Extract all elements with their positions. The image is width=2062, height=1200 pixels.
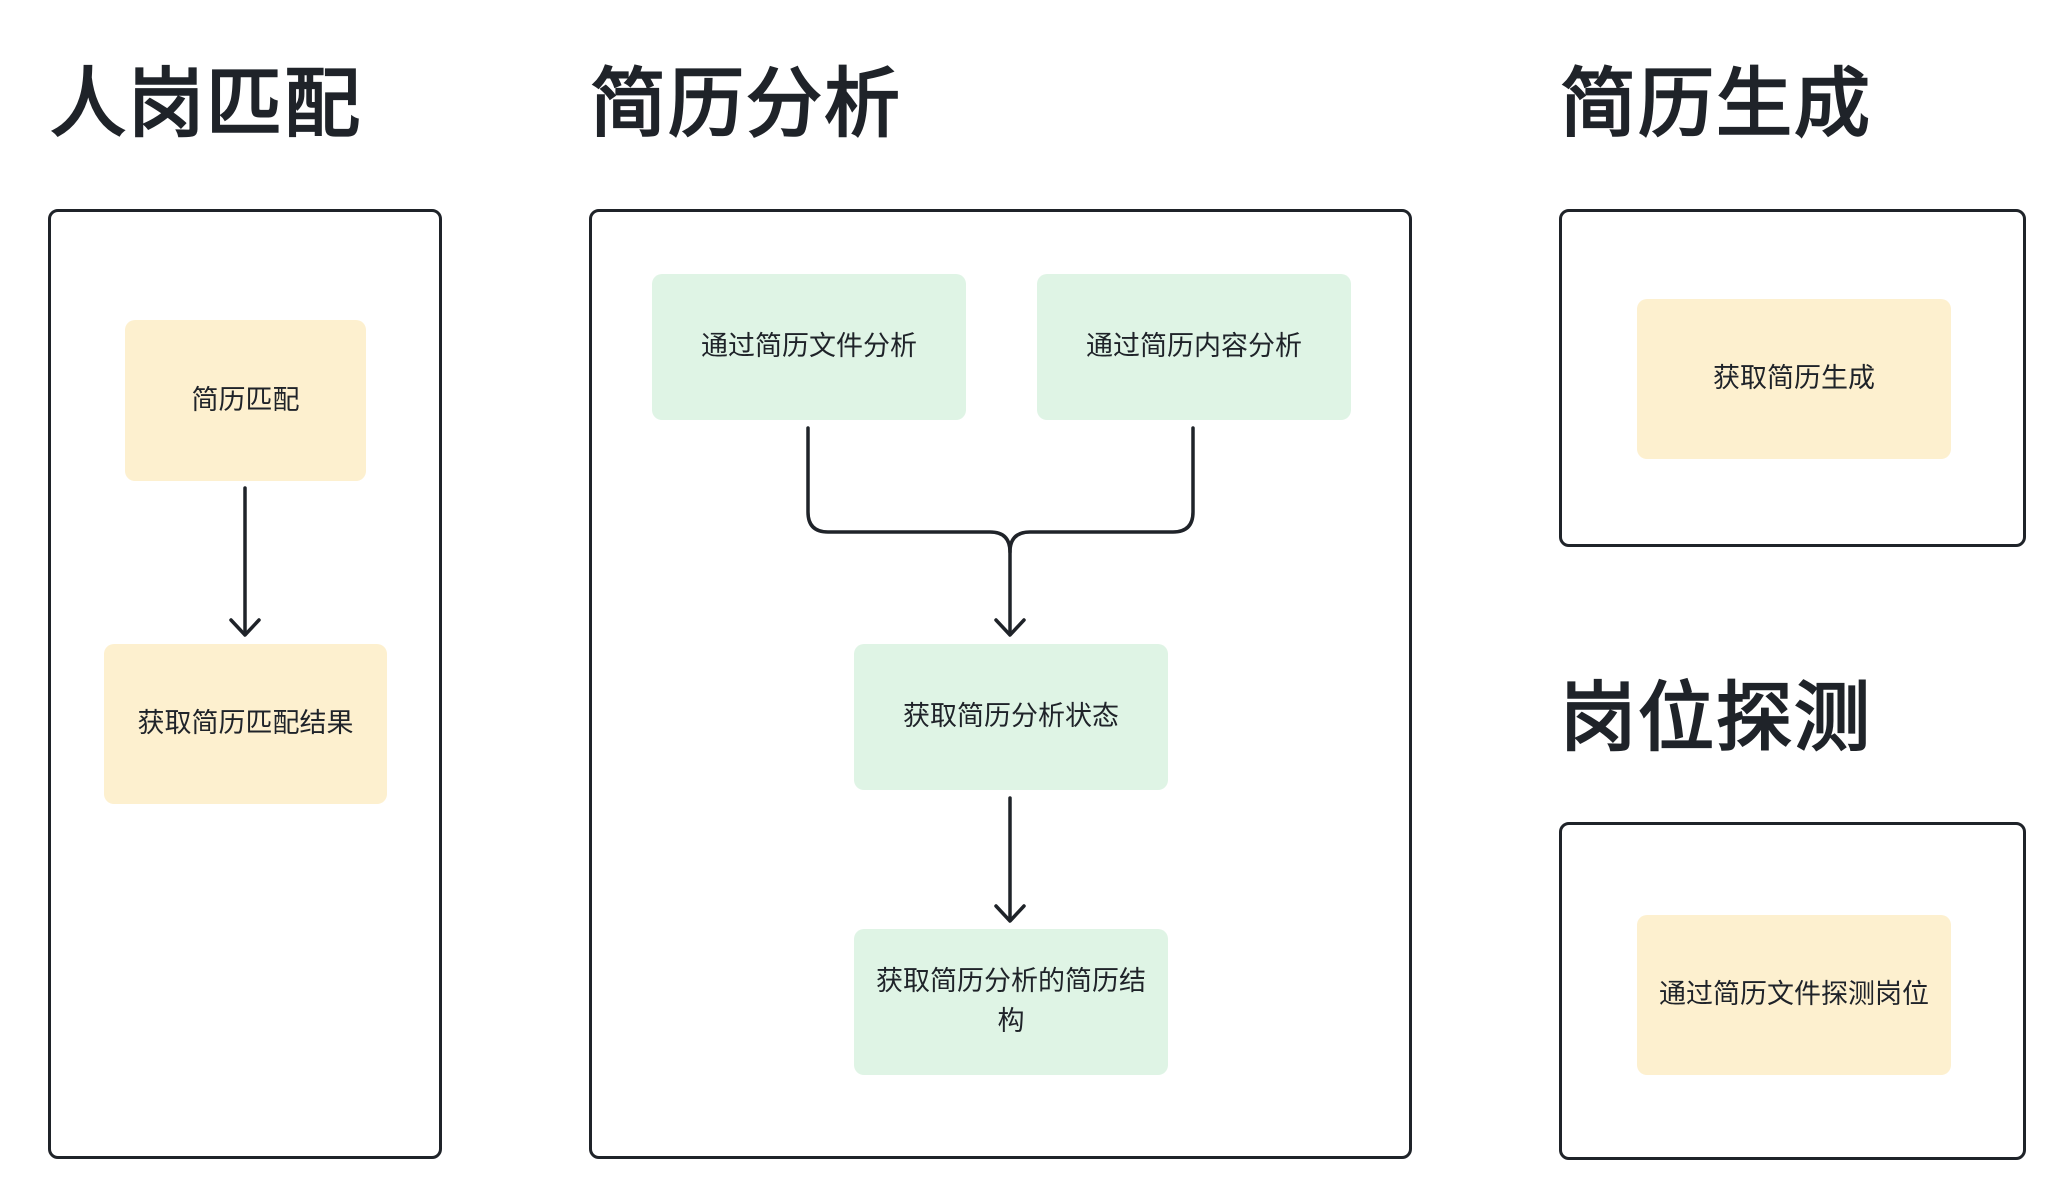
node-get-match-result: 获取简历匹配结果 [104,644,387,804]
node-get-analysis-status: 获取简历分析状态 [854,644,1168,790]
section-title-generate: 简历生成 [1560,59,1872,148]
node-get-analysis-structure: 获取简历分析的简历结构 [854,929,1168,1075]
node-detect-job-by-file: 通过简历文件探测岗位 [1637,915,1951,1075]
node-analyze-by-content: 通过简历内容分析 [1037,274,1351,420]
section-title-analysis: 简历分析 [590,59,902,148]
node-resume-match: 简历匹配 [125,320,366,481]
node-analyze-by-file: 通过简历文件分析 [652,274,966,420]
section-title-match: 人岗匹配 [50,59,362,148]
node-get-resume-generation: 获取简历生成 [1637,299,1951,459]
section-title-detect: 岗位探测 [1560,673,1872,762]
